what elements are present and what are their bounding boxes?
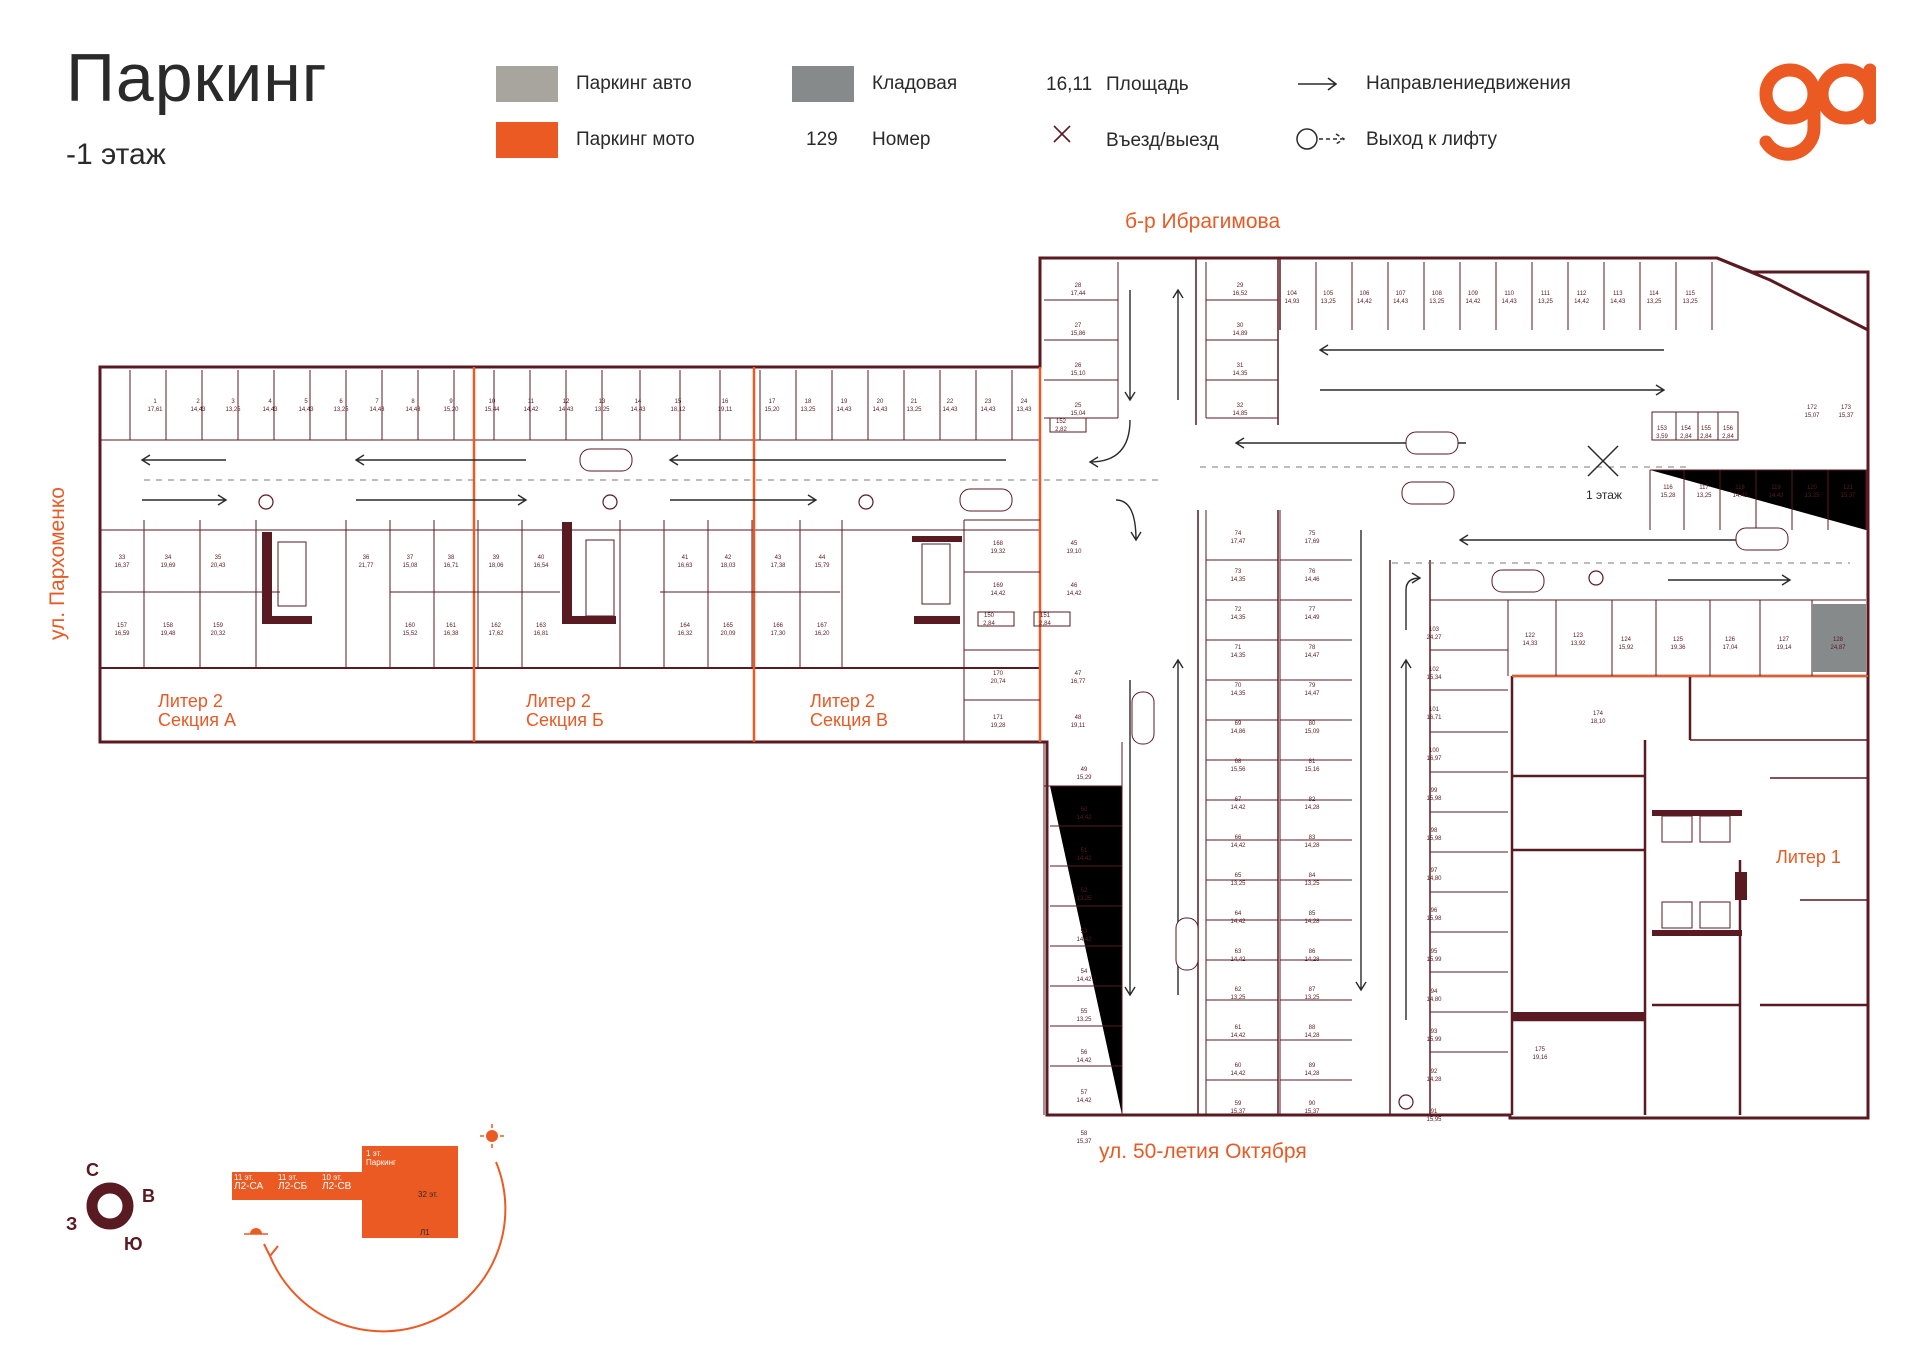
minimap-parking-line2: Паркинг: [366, 1158, 396, 1167]
legend-swatch-storage: [792, 66, 854, 102]
page-title: Паркинг: [66, 40, 328, 116]
minimap-b2: 11 эт. Л2-СБ: [278, 1173, 318, 1192]
minimap-l1: 32 эт.: [418, 1190, 438, 1199]
minimap-b3-name: Л2-СВ: [322, 1181, 352, 1192]
compass-east: В: [142, 1186, 155, 1206]
minimap-liter2-block: [232, 1172, 364, 1200]
legend-label-storage: Кладовая: [872, 73, 958, 94]
direction-arrow-icon: [1298, 77, 1338, 91]
liter1-label: Литер 1: [1776, 847, 1841, 867]
compass-south: Ю: [124, 1234, 143, 1254]
legend-entry-label: Въезд/выезд: [1106, 130, 1219, 151]
legend-label-car: Паркинг авто: [576, 73, 692, 94]
legend-swatch-car: [496, 66, 558, 102]
minimap-l1-name: Л1: [420, 1228, 430, 1237]
legend-direction-label: Направлениедвижения: [1366, 73, 1571, 94]
legend-label-moto: Паркинг мото: [576, 129, 695, 150]
minimap-b2-name: Л2-СБ: [278, 1181, 308, 1192]
first-floor-label: 1 этаж: [1586, 488, 1622, 502]
sun-path-diagram: [244, 1124, 507, 1333]
legend-swatch-moto: [496, 122, 558, 158]
section-v-line2: Секция В: [810, 710, 889, 730]
floor-label: -1 этаж: [66, 138, 166, 171]
section-a-line2: Секция А: [158, 710, 237, 730]
minimap-l1-floors: 32 эт.: [418, 1190, 439, 1199]
section-a-line1: Литер 2: [158, 691, 223, 711]
brand-logo-icon: [1759, 63, 1876, 161]
compass-icon: [86, 1182, 134, 1230]
section-b-line1: Литер 2: [526, 691, 591, 711]
minimap-b1-floors: 11 эт.: [234, 1173, 254, 1182]
street-top: б-р Ибрагимова: [1125, 210, 1281, 233]
legend-number-sample: 129: [806, 129, 838, 150]
minimap-parking: 1 эт. Паркинг: [366, 1149, 396, 1167]
minimap-parking-block: [362, 1146, 458, 1238]
minimap-parking-line1: 1 эт.: [366, 1149, 382, 1158]
minimap-b3-floors: 10 эт.: [322, 1173, 343, 1182]
minimap-b3: 10 эт. Л2-СВ: [322, 1173, 362, 1192]
minimap-b1: 11 эт. Л2-СА: [234, 1173, 274, 1192]
lift-exit-icon: [1296, 128, 1346, 150]
section-v-label: Литер 2 Секция В: [810, 692, 888, 730]
entry-exit-icon: [1053, 125, 1071, 143]
section-a-label: Литер 2 Секция А: [158, 692, 236, 730]
street-bottom: ул. 50-летия Октября: [1099, 1140, 1307, 1163]
minimap-b2-floors: 11 эт.: [278, 1173, 298, 1182]
legend-lift-label: Выход к лифту: [1366, 129, 1498, 150]
legend-area-sample: 16,11: [1046, 74, 1093, 95]
compass-west: З: [66, 1214, 78, 1234]
legend-number-label: Номер: [872, 129, 931, 150]
section-b-line2: Секция Б: [526, 710, 604, 730]
minimap-b1-name: Л2-СА: [234, 1181, 264, 1192]
section-b-label: Литер 2 Секция Б: [526, 692, 604, 730]
legend-area-label: Площадь: [1106, 74, 1189, 95]
section-v-line1: Литер 2: [810, 691, 875, 711]
compass-north: С: [86, 1160, 99, 1180]
